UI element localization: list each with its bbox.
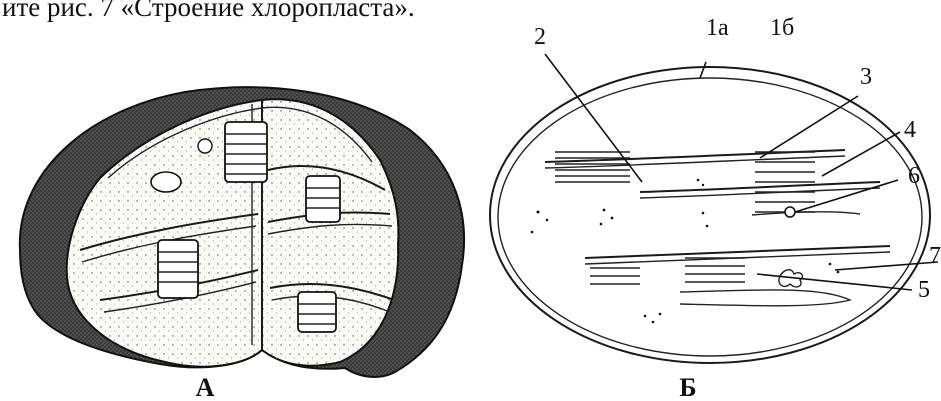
- granum-a3: [306, 176, 340, 222]
- label-5: 5: [918, 277, 930, 303]
- label-3: 3: [860, 64, 872, 90]
- vesicle-a: [198, 139, 212, 153]
- panel-label-a: А: [196, 373, 215, 401]
- label-6: 6: [908, 163, 920, 189]
- panel-a-drawing: А: [20, 87, 464, 401]
- granum-a1: [225, 122, 267, 182]
- granum-a2: [158, 240, 198, 298]
- inner-membrane: [498, 78, 922, 356]
- outer-membrane: [490, 67, 930, 363]
- ribosome-dots: [531, 179, 840, 324]
- label-7: 7: [929, 243, 941, 269]
- label-1a: 1а: [706, 15, 729, 41]
- granum-b2: [755, 152, 815, 212]
- label-4: 4: [904, 117, 916, 143]
- granum-b4: [685, 258, 745, 282]
- label-1b: 1б: [770, 15, 794, 41]
- granum-b3: [590, 268, 640, 284]
- label-2: 2: [534, 24, 546, 50]
- oil-droplet: [785, 207, 795, 217]
- panel-b-drawing: 1а 1б 2 3 4 6 7 5 Б: [490, 15, 941, 401]
- small-granum-a5: [151, 172, 181, 192]
- panel-label-b: Б: [679, 373, 696, 401]
- granum-a4: [298, 292, 336, 332]
